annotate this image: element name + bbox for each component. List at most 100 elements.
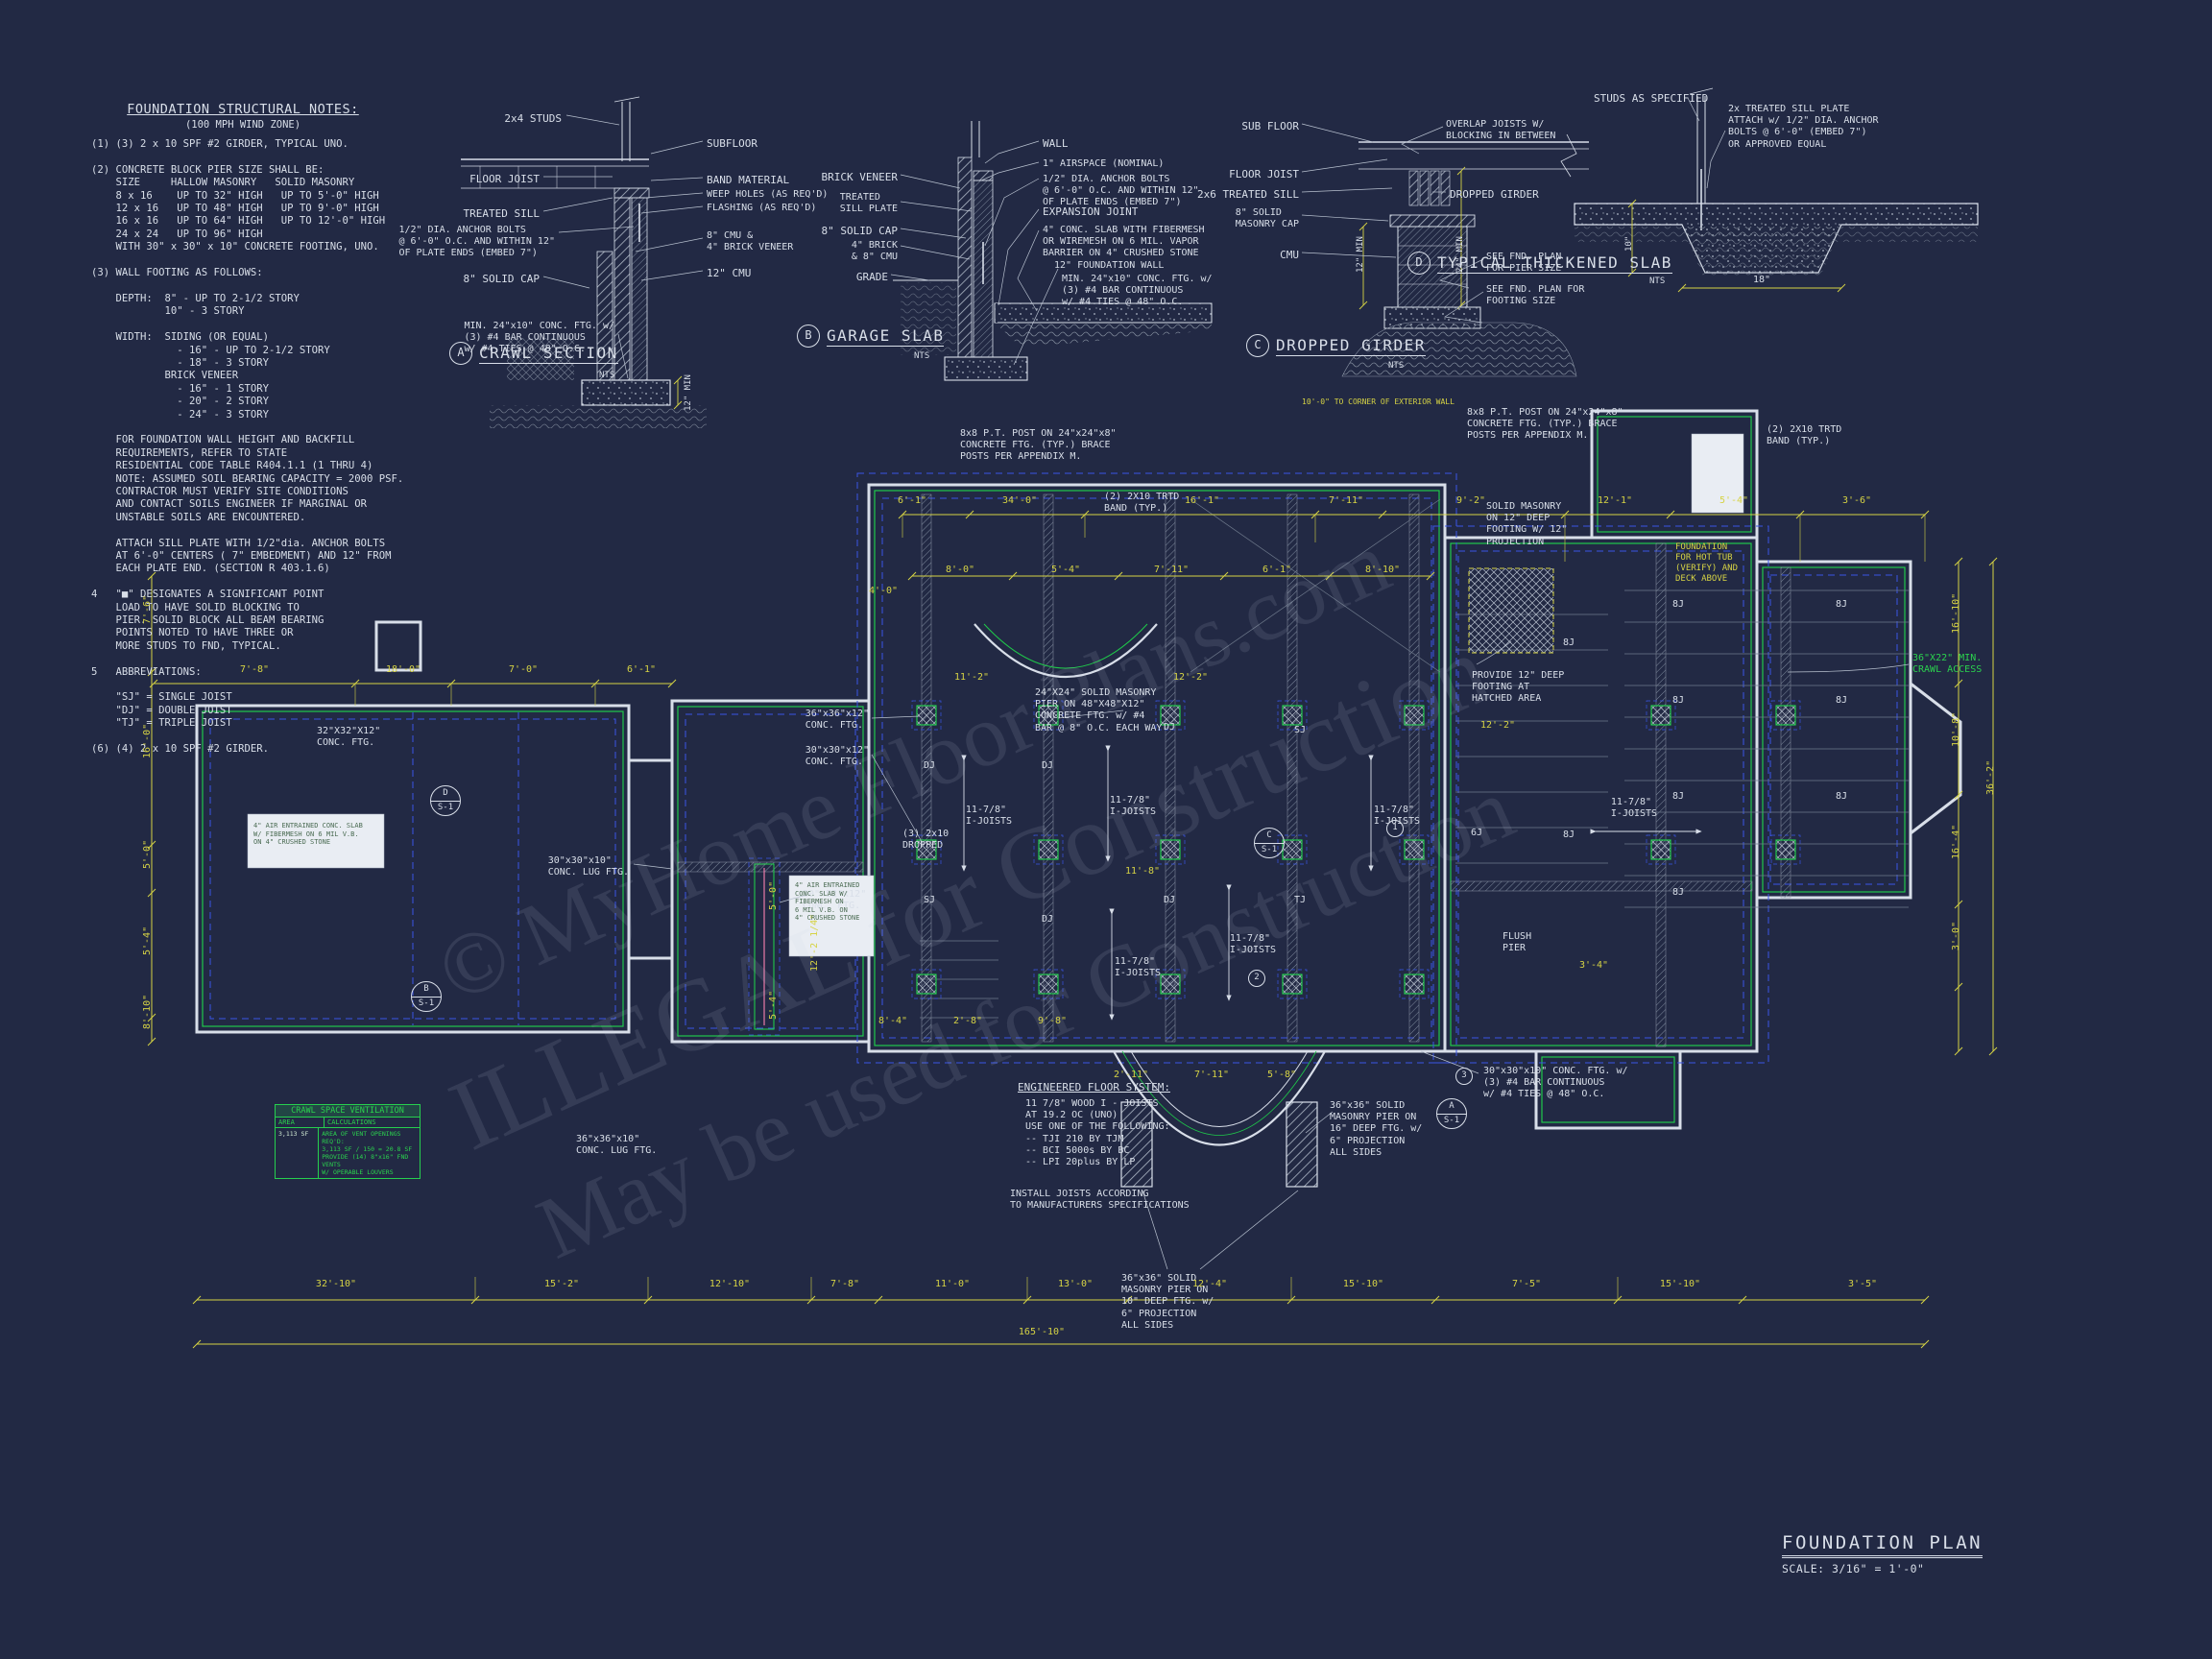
dim: 12'-2" — [1479, 720, 1516, 731]
plan-note: 36"x36" SOLID MASONRY PIER ON 10" DEEP F… — [1121, 1273, 1214, 1331]
joist-tag: 8J — [1836, 599, 1848, 610]
detail-title-text: CRAWL SECTION — [479, 343, 618, 364]
floor-system-note-title: ENGINEERED FLOOR SYSTEM: — [1018, 1081, 1170, 1094]
dim: 7'-8" — [239, 664, 270, 675]
hot-tub-box — [1691, 433, 1744, 514]
notes-subtitle: (100 MPH WIND ZONE) — [184, 119, 301, 131]
detail-a-label: 2x4 STUDS — [504, 112, 562, 125]
vent-calc-line: 3,113 SF / 150 = 20.8 SF — [322, 1145, 413, 1153]
detail-a-label: FLOOR JOIST — [469, 173, 540, 185]
dim: 7'-11" — [1193, 1070, 1230, 1080]
detail-c-label: FLOOR JOIST — [1229, 168, 1299, 180]
plan-features — [247, 433, 1910, 1270]
slab-note: 4" AIR ENTRAINED CONC. SLAB W/ FIBERMESH… — [253, 822, 363, 847]
dim: 12'-4" — [1191, 1279, 1228, 1289]
dim: 13'-0" — [1057, 1279, 1094, 1289]
plan-note: 30"x52"x12" CONC. FTG. — [803, 889, 867, 912]
dim: 6'-1" — [626, 664, 657, 675]
dim: 7'-8" — [830, 1279, 860, 1289]
joist-tag: 8J — [1672, 599, 1685, 610]
detail-a-drawing — [461, 96, 707, 428]
dim: 12'-1" — [1597, 495, 1633, 506]
joist-tag: 8J — [1836, 791, 1848, 802]
detail-a-label: 8" CMU & 4" BRICK VENEER — [707, 230, 794, 253]
detail-b-label: MIN. 24"x10" CONC. FTG. w/ (3) #4 BAR CO… — [1062, 274, 1213, 308]
detail-nts: NTS — [1649, 276, 1666, 286]
keynote-circle-2: 2 — [1248, 970, 1265, 987]
dim: 2'-11" — [1113, 1070, 1149, 1080]
dim: 3'-5" — [1847, 1279, 1878, 1289]
detail-a-label: BAND MATERIAL — [707, 174, 790, 186]
detail-c-label: SEE FND. PLAN FOR FOOTING SIZE — [1486, 284, 1585, 307]
joist-tag: TJ — [1294, 895, 1307, 905]
extension-lines — [354, 515, 1926, 1300]
dim: 7'-11" — [1328, 495, 1364, 506]
plan-note: 36"x36" SOLID MASONRY PIER ON 16" DEEP F… — [1330, 1100, 1423, 1158]
detail-b-drawing — [890, 121, 1213, 381]
detail-letter-bubble: A — [449, 342, 472, 365]
detail-c-label: SUB FLOOR — [1241, 120, 1299, 132]
plan-note: SOLID MASONRY ON 12" DEEP FOOTING W/ 12"… — [1486, 501, 1568, 547]
plan-note: (2) 2X10 TRTD BAND (TYP.) — [1767, 424, 1842, 447]
joist-tag: 8J — [1563, 830, 1575, 840]
sheet-title-block: FOUNDATION PLAN SCALE: 3/16" = 1'-0" — [1782, 1532, 1984, 1575]
detail-b-label: 1/2" DIA. ANCHOR BOLTS @ 6'-0" O.C. AND … — [1043, 174, 1199, 208]
dim-overall: 165'-10" — [1018, 1327, 1066, 1337]
detail-a-label: WEEP HOLES (AS REQ'D) — [707, 189, 829, 200]
vent-area-value: 3,113 SF — [276, 1128, 320, 1178]
detail-a-label: 8" SOLID CAP — [463, 273, 540, 285]
joist-tag: 8J — [1672, 791, 1685, 802]
dim: 8'-4" — [878, 1016, 908, 1026]
detail-b-label: BRICK VENEER — [821, 171, 898, 183]
detail-letter-bubble: D — [1407, 252, 1431, 275]
detail-nts: NTS — [914, 351, 930, 361]
detail-a-label: TREATED SILL — [463, 207, 540, 220]
joist-tag: SJ — [1294, 725, 1307, 735]
detail-c-label: 8" SOLID MASONRY CAP — [1235, 207, 1299, 230]
dim: 16'-10" — [1951, 592, 1961, 634]
joist-label: 11-7/8" I-JOISTS — [1229, 933, 1277, 956]
dim: 3'-4" — [1578, 960, 1609, 971]
vent-table-title: CRAWL SPACE VENTILATION — [276, 1105, 420, 1118]
dim: 3'-6" — [1841, 495, 1872, 506]
detail-d-label: STUDS AS SPECIFIED — [1594, 92, 1709, 105]
floor-system-note: 11 7/8" WOOD I - JOISTS AT 19.2 OC (UNO)… — [1025, 1098, 1170, 1167]
dim: 11'-2" — [953, 672, 990, 683]
vent-table-header: AREA CALCULATIONS — [276, 1118, 420, 1128]
dim: 12'-10" — [709, 1279, 751, 1289]
detail-b-label: 12" FOUNDATION WALL — [1054, 260, 1165, 271]
dim: 15'-10" — [1342, 1279, 1384, 1289]
dim: 5'-4" — [142, 926, 153, 955]
plan-girders — [677, 493, 1791, 1047]
notes-title: FOUNDATION STRUCTURAL NOTES: — [127, 102, 359, 117]
detail-a-label: 12" CMU — [707, 267, 752, 279]
joist-tag: DJ — [1042, 914, 1054, 925]
dim: 16'-4" — [1951, 824, 1961, 859]
detail-c-drawing — [1301, 123, 1589, 377]
detail-nts: NTS — [1388, 361, 1405, 371]
plan-walls — [195, 409, 1962, 1130]
detail-b-label: 4" CONC. SLAB WITH FIBERMESH OR WIREMESH… — [1043, 225, 1205, 259]
joist-label: 11-7/8" I-JOISTS — [1109, 795, 1157, 818]
detail-c-label: OVERLAP JOISTS W/ BLOCKING IN BETWEEN — [1446, 119, 1556, 142]
dim: 12'-2 1/4" — [809, 913, 820, 972]
plan-note: 30"x30"x12" CONC. FTG. — [805, 745, 869, 768]
dim: 6'-1" — [1262, 565, 1292, 575]
plan-note: PROVIDE 12" DEEP FOOTING AT HATCHED AREA — [1472, 670, 1565, 705]
slab-note-box — [247, 813, 385, 869]
hatched-footing-area — [1468, 567, 1554, 654]
detail-c-label: 2x6 TREATED SILL — [1197, 188, 1299, 201]
dim: 5'-0" — [142, 839, 153, 869]
detail-title-text: GARAGE SLAB — [827, 325, 945, 347]
joist-tag: SJ — [924, 895, 936, 905]
plan-note: 36"x36"x12" CONC. FTG. — [805, 709, 869, 732]
keynote-circle-1: 1 — [1386, 820, 1404, 837]
joist-tag: DJ — [924, 760, 936, 771]
dim: 4'-0" — [868, 586, 899, 596]
dim: 8'-0" — [945, 565, 975, 575]
keynote-circle-3: 3 — [1455, 1068, 1473, 1085]
